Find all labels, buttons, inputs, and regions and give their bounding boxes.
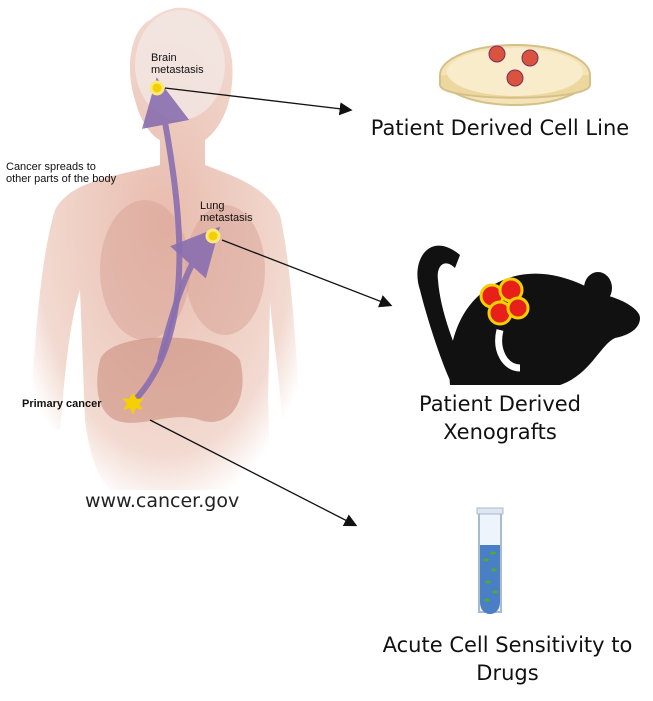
outcome-line1: Acute Cell Sensitivity to [382,633,633,657]
spread-label: Cancer spreads to other parts of the bod… [6,161,117,185]
mouse-xenograft-icon [417,245,640,385]
primary-cancer-label: Primary cancer [22,398,102,410]
human-body-illustration [30,7,300,491]
primary-tumor-icon [122,393,144,415]
outcome-cell-line: Patient Derived Cell Line [360,114,640,142]
arrow-to-drug-test [149,419,358,527]
spread-arrow-to-lung [157,226,221,361]
source-credit: www.cancer.gov [85,490,240,512]
outcome-line2: Drugs [476,661,539,685]
brain-metastasis-label: Brain metastasis [151,52,204,76]
arrow-to-cell-line [164,87,353,116]
petri-dish-icon [439,44,591,106]
test-tube-icon [476,507,504,614]
outcome-line1: Patient Derived Cell Line [370,116,630,140]
outcome-line1: Patient Derived [418,392,582,416]
outcome-drug-sensitivity: Acute Cell Sensitivity to Drugs [365,631,650,687]
arrow-to-xenograft [221,239,393,308]
lung-metastasis-label: Lung metastasis [200,200,253,224]
brain-tumor-icon [149,80,165,96]
lung-tumor-icon [205,228,221,244]
outcome-line2: Xenografts [443,420,557,444]
